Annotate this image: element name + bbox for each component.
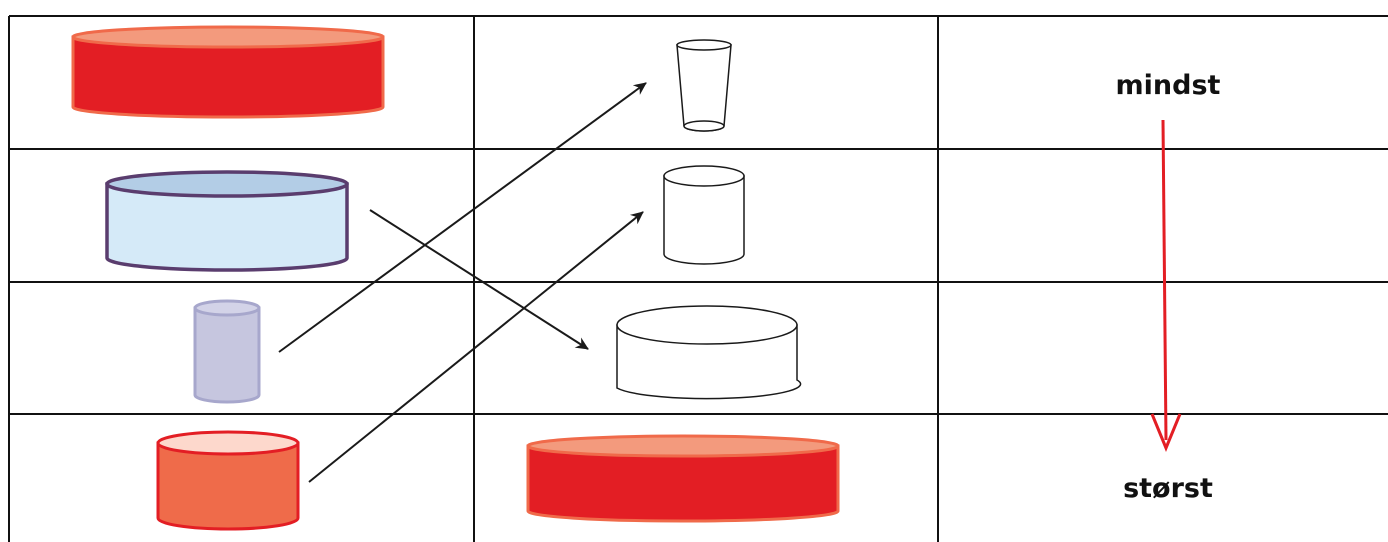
- largest-label: størst: [1123, 473, 1213, 504]
- lilac-narrow-cylinder: [195, 301, 259, 402]
- blue-purple-cylinder: [107, 172, 347, 270]
- arrow-blue-to-wide: [370, 210, 588, 349]
- red-wide-cylinder-middle: [528, 436, 838, 521]
- order-arrow: [1152, 120, 1180, 448]
- smallest-label: mindst: [1116, 70, 1221, 101]
- wide-cylinder-outline: [617, 306, 801, 399]
- red-wide-cylinder-left: [73, 27, 383, 117]
- narrow-cup-outline: [677, 40, 731, 131]
- tall-cylinder-outline: [664, 166, 744, 264]
- orange-cylinder: [158, 432, 298, 529]
